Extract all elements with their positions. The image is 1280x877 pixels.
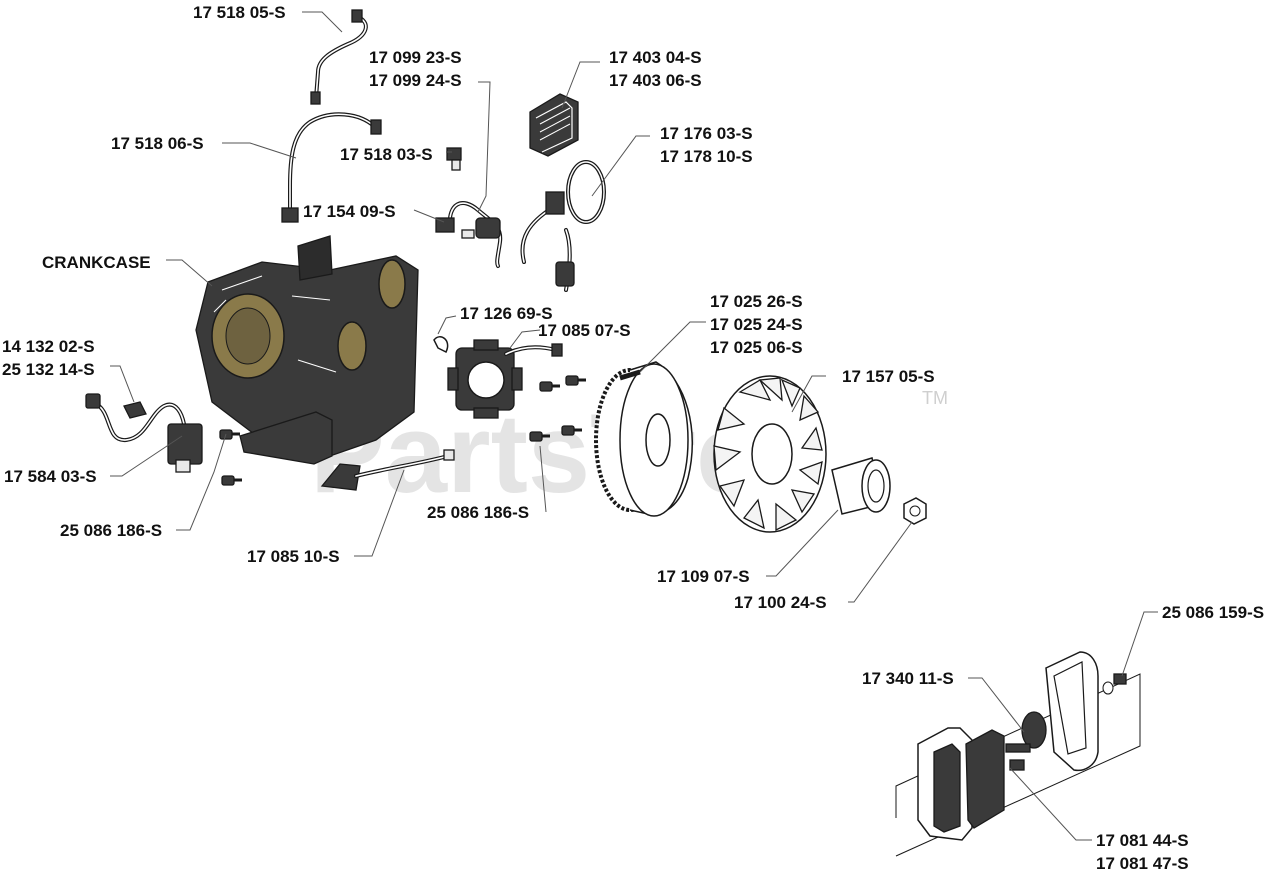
watermark-tm: TM (922, 388, 948, 408)
label-17-518-05-s[interactable]: 17 518 05-S (193, 3, 286, 22)
label-17-154-09-s[interactable]: 17 154 09-S (303, 202, 396, 221)
label-crankcase[interactable]: CRANKCASE (42, 253, 151, 272)
label-17-157-05-s[interactable]: 17 157 05-S (842, 367, 935, 386)
fuel-line-part-17-584-03[interactable] (85, 393, 203, 473)
label-17-099-24-s[interactable]: 17 099 24-S (369, 71, 462, 90)
harness-part-17-154-09[interactable] (435, 201, 503, 268)
label-17-518-06-s[interactable]: 17 518 06-S (111, 134, 204, 153)
label-17-518-03-s[interactable]: 17 518 03-S (340, 145, 433, 164)
label-25-132-14-s[interactable]: 25 132 14-S (2, 360, 95, 379)
part-labels: 17 518 05-S 17 099 23-S 17 099 24-S 17 4… (2, 3, 1264, 873)
label-17-340-11-s[interactable]: 17 340 11-S (862, 669, 954, 688)
label-17-126-69-s[interactable]: 17 126 69-S (460, 304, 553, 323)
harness-part-17-176-03[interactable] (520, 160, 606, 292)
wire-part-17-518-06[interactable] (281, 112, 382, 223)
stator-part-17-085-07[interactable] (433, 336, 563, 419)
label-17-584-03-s[interactable]: 17 584 03-S (4, 467, 97, 486)
wire-part-17-518-05[interactable] (310, 9, 368, 105)
fan-part-17-157-05[interactable] (713, 375, 827, 533)
bolts-middle-25-086-186[interactable] (529, 375, 586, 442)
label-25-086-186-s-middle[interactable]: 25 086 186-S (427, 503, 529, 522)
label-17-085-10-s[interactable]: 17 085 10-S (247, 547, 340, 566)
label-17-081-47-s[interactable]: 17 081 47-S (1096, 854, 1189, 873)
label-17-025-24-s[interactable]: 17 025 24-S (710, 315, 803, 334)
sensor-part-17-085-10[interactable] (320, 449, 455, 491)
label-17-403-04-s[interactable]: 17 403 04-S (609, 48, 702, 67)
label-17-178-10-s[interactable]: 17 178 10-S (660, 147, 753, 166)
label-25-086-159-s[interactable]: 25 086 159-S (1162, 603, 1264, 622)
label-17-403-06-s[interactable]: 17 403 06-S (609, 71, 702, 90)
panel-assembly-17-081-44[interactable] (895, 651, 1141, 857)
flywheel-part-17-025-26[interactable] (594, 361, 694, 517)
label-17-176-03-s[interactable]: 17 176 03-S (660, 124, 753, 143)
label-17-085-07-s[interactable]: 17 085 07-S (538, 321, 631, 340)
nut-part-17-100-24[interactable] (903, 497, 927, 525)
label-25-086-186-s-left[interactable]: 25 086 186-S (60, 521, 162, 540)
label-14-132-02-s[interactable]: 14 132 02-S (2, 337, 95, 356)
crankcase[interactable] (195, 235, 419, 465)
label-17-025-26-s[interactable]: 17 025 26-S (710, 292, 803, 311)
label-17-109-07-s[interactable]: 17 109 07-S (657, 567, 750, 586)
leader-lines (110, 11, 1158, 841)
label-17-100-24-s[interactable]: 17 100 24-S (734, 593, 827, 612)
bolts-left-25-086-186[interactable] (219, 429, 242, 486)
label-17-099-23-s[interactable]: 17 099 23-S (369, 48, 462, 67)
regulator-part-17-403-04[interactable] (529, 93, 579, 157)
cup-part-17-109-07[interactable] (831, 457, 891, 515)
label-17-025-06-s[interactable]: 17 025 06-S (710, 338, 803, 357)
connector-part-17-518-03[interactable] (446, 147, 462, 171)
label-17-081-44-s[interactable]: 17 081 44-S (1096, 831, 1189, 850)
